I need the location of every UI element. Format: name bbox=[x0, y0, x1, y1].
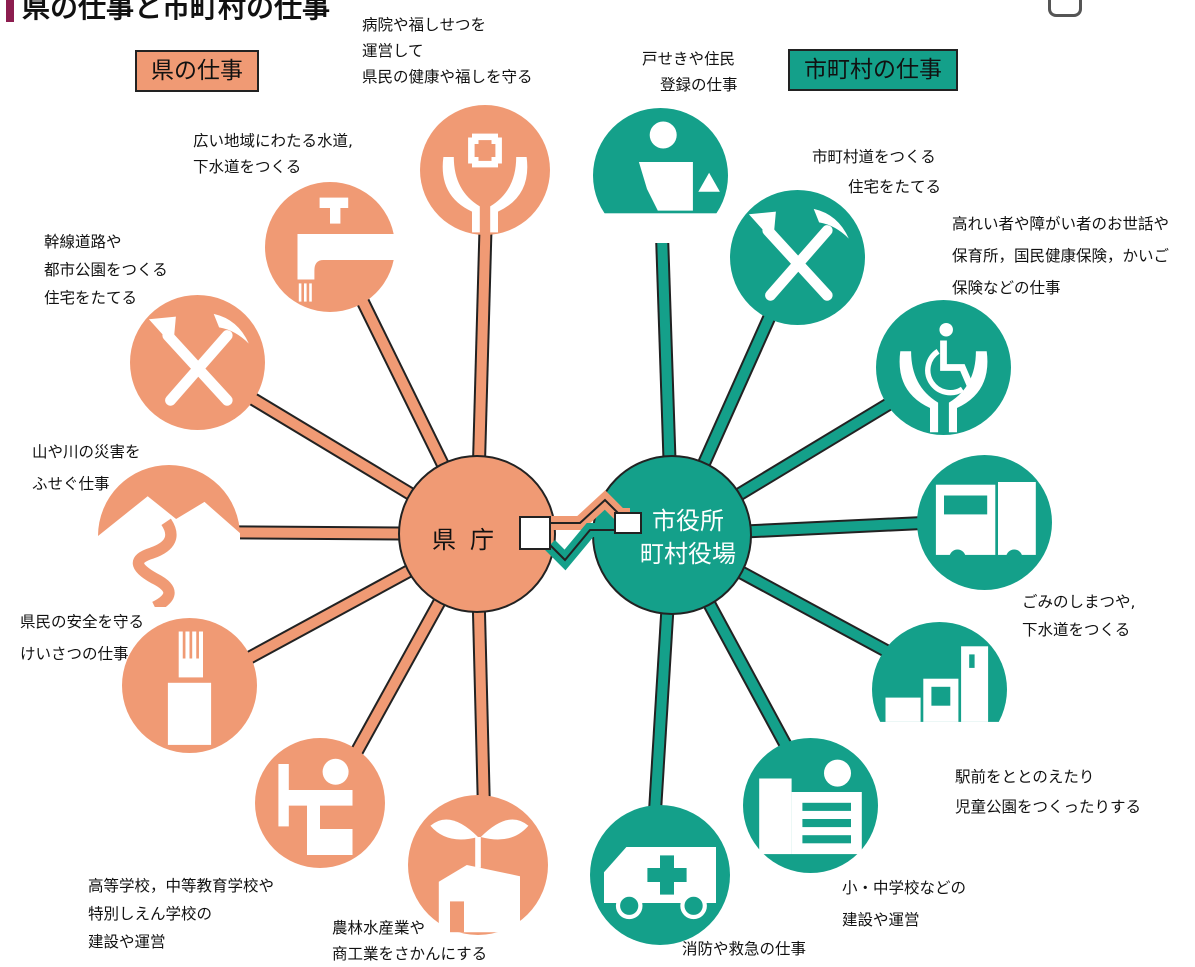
municipality-task-5-circle bbox=[872, 622, 1007, 757]
municipality-task-1-circle bbox=[593, 108, 728, 243]
prefecture-task-2-circle bbox=[265, 182, 395, 312]
label-line: 高等学校，中等教育学校や bbox=[88, 877, 275, 895]
prefecture-task-7-label: 農林水産業や 商工業をさかんにする bbox=[332, 915, 487, 967]
label-line: けいさつの仕事 bbox=[20, 645, 129, 663]
municipality-task-3-circle bbox=[876, 300, 1011, 435]
prefecture-task-3-label: 幹線道路や 都市公園をつくる 住宅をたてる bbox=[44, 228, 168, 312]
municipality-task-2-label: 市町村道をつくる 住宅をたてる bbox=[812, 142, 941, 202]
prefectural-office-label: 県庁 bbox=[432, 526, 508, 554]
label-line: 保育所，国民健康保険，かいご bbox=[952, 247, 1170, 265]
label-line: ごみのしまつや, bbox=[1022, 593, 1136, 611]
label-line: 運営して bbox=[362, 42, 424, 60]
label-line: 児童公園をつくったりする bbox=[955, 798, 1142, 816]
label-line: 下水道をつくる bbox=[193, 158, 302, 176]
label-line: 戸せきや住民 bbox=[642, 50, 736, 68]
municipal-office-label-line2: 町村役場 bbox=[640, 540, 736, 568]
prefecture-task-6-circle bbox=[255, 738, 385, 868]
municipality-task-4-circle bbox=[917, 455, 1052, 590]
municipality-task-6-label: 小・中学校などの 建設や運営 bbox=[842, 872, 966, 936]
label-line: ふせぐ仕事 bbox=[32, 475, 110, 493]
hands-cross-icon bbox=[420, 105, 550, 235]
label-line: 小・中学校などの bbox=[842, 879, 967, 897]
handshake-connector bbox=[519, 490, 642, 571]
label-line: 特別しえん学校の bbox=[88, 905, 213, 923]
label-line: 都市公園をつくる bbox=[44, 261, 168, 279]
label-line: 幹線道路や bbox=[44, 233, 122, 251]
legend-municipality: 市町村の仕事 bbox=[788, 49, 958, 91]
label-line: 農林水産業や bbox=[332, 919, 426, 937]
label-line: 登録の仕事 bbox=[660, 76, 738, 94]
municipality-task-7-label: 消防や救急の仕事 bbox=[682, 936, 806, 962]
shovel-pickaxe-icon bbox=[130, 295, 265, 430]
label-line: 住宅をたてる bbox=[848, 178, 942, 196]
prefecture-task-4-label: 山や川の災害を ふせぐ仕事 bbox=[32, 436, 141, 500]
label-line: 建設や運営 bbox=[842, 911, 920, 929]
garbage-truck-icon bbox=[917, 455, 1052, 590]
prefecture-task-5-circle bbox=[122, 618, 257, 753]
prefecture-task-4-circle bbox=[98, 465, 240, 613]
sprout-barn-icon bbox=[408, 795, 548, 935]
label-line: 高れい者や障がい者のお世話や bbox=[952, 215, 1170, 233]
label-line: 消防や救急の仕事 bbox=[682, 940, 807, 958]
municipal-office-label-line1: 市役所 bbox=[652, 507, 724, 535]
municipality-task-3-label: 高れい者や障がい者のお世話や 保育所，国民健康保険，かいご 保険などの仕事 bbox=[952, 208, 1169, 304]
label-line: 建設や運営 bbox=[88, 933, 166, 951]
label-line: 市町村道をつくる bbox=[812, 148, 936, 166]
prefecture-task-3-circle bbox=[130, 295, 265, 430]
municipal-office-label: 市役所 町村役場 bbox=[640, 505, 736, 571]
legend-prefecture: 県の仕事 bbox=[135, 50, 259, 92]
shovel-pickaxe-icon bbox=[730, 190, 865, 325]
title-accent-bar bbox=[6, 0, 14, 22]
corner-mark bbox=[1048, 0, 1082, 17]
school-building-icon bbox=[743, 738, 878, 873]
mountain-river-icon bbox=[98, 465, 240, 613]
student-desk-icon bbox=[255, 738, 385, 868]
prefecture-task-5-label: 県民の安全を守る けいさつの仕事 bbox=[20, 606, 144, 670]
police-glove-icon bbox=[122, 618, 257, 753]
station-buildings-icon bbox=[872, 622, 1007, 757]
label-line: 山や川の災害を bbox=[32, 443, 141, 461]
label-line: 住宅をたてる bbox=[44, 289, 138, 307]
municipality-task-4-label: ごみのしまつや, 下水道をつくる bbox=[1022, 588, 1135, 644]
prefecture-task-7-circle bbox=[408, 795, 548, 935]
hands-wheelchair-icon bbox=[876, 300, 1011, 435]
prefecture-task-2-label: 広い地域にわたる水道, 下水道をつくる bbox=[193, 128, 353, 180]
municipality-task-5-label: 駅前をととのえたり 児童公園をつくったりする bbox=[955, 762, 1141, 822]
municipality-task-6-circle bbox=[743, 738, 878, 873]
label-line: 駅前をととのえたり bbox=[955, 768, 1095, 786]
municipality-task-7-circle bbox=[590, 805, 730, 945]
page-title: 県の仕事と市町村の仕事 bbox=[22, 0, 331, 24]
label-line: 下水道をつくる bbox=[1022, 621, 1131, 639]
label-line: 県民の健康や福しを守る bbox=[362, 68, 533, 86]
municipality-task-2-circle bbox=[730, 190, 865, 325]
label-line: 保険などの仕事 bbox=[952, 279, 1061, 297]
label-line: 病院や福しせつを bbox=[362, 16, 487, 34]
prefecture-task-6-label: 高等学校，中等教育学校や 特別しえん学校の 建設や運営 bbox=[88, 872, 274, 956]
prefecture-task-1-label: 病院や福しせつを 運営して 県民の健康や福しを守る bbox=[362, 12, 533, 90]
label-line: 広い地域にわたる水道, bbox=[193, 132, 353, 150]
registration-person-icon bbox=[593, 108, 728, 243]
municipality-task-1-label: 戸せきや住民 登録の仕事 bbox=[642, 46, 738, 98]
ambulance-icon bbox=[590, 805, 730, 945]
prefecture-task-1-circle bbox=[420, 105, 550, 235]
label-line: 県民の安全を守る bbox=[20, 613, 145, 631]
label-line: 商工業をさかんにする bbox=[332, 945, 488, 963]
faucet-icon bbox=[265, 182, 395, 312]
